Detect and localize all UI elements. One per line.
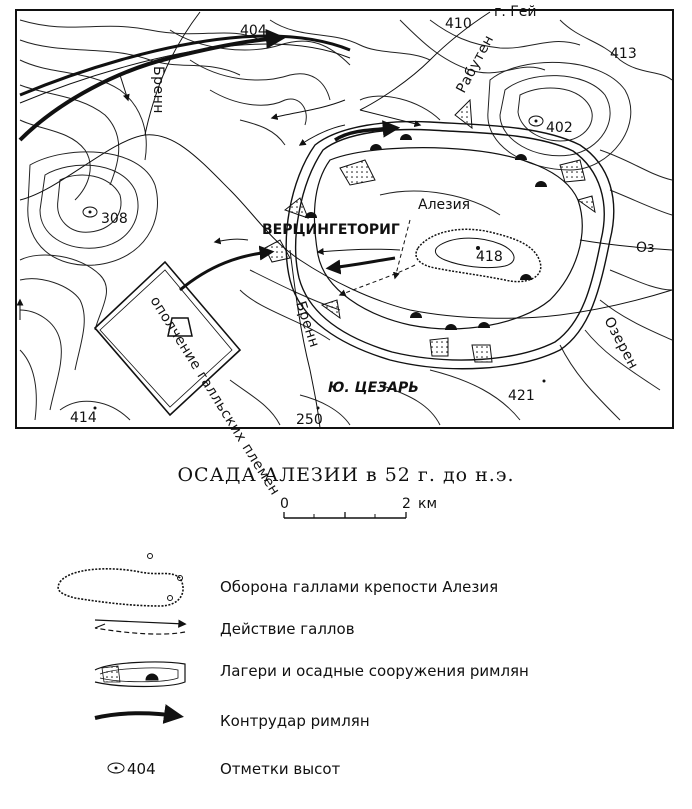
caesar-label: Ю. ЦЕЗАРЬ xyxy=(328,380,419,396)
scale-unit-label: км xyxy=(418,496,437,512)
legend-label-fortress: Оборона галлами крепости Алезия xyxy=(220,578,498,596)
scale-min-label: 0 xyxy=(280,496,289,512)
alesia-fortress xyxy=(415,228,542,283)
oz-label: Оз xyxy=(636,240,654,256)
roman-counterattack xyxy=(18,28,401,292)
elevation-413-label: 413 xyxy=(610,46,637,62)
elevation-404-label: 404 xyxy=(240,23,267,39)
legend-symbol-fortress xyxy=(57,553,184,607)
elevation-418-label: 418 xyxy=(476,249,503,265)
scale-max-label: 2 xyxy=(402,496,411,512)
legend-label-elevation: Отметки высот xyxy=(220,760,341,778)
roman-camps xyxy=(264,98,596,363)
roman-outer-line xyxy=(285,120,615,370)
roman-inner-line xyxy=(313,147,583,330)
elevation-402-label: 402 xyxy=(546,120,573,136)
elevation-markers xyxy=(82,115,546,410)
alesia-label: Алезия xyxy=(418,197,470,213)
scale-bar xyxy=(283,512,407,519)
alesia-contour xyxy=(434,237,515,269)
legend-title: ОСАДА АЛЕЗИИ в 52 г. до н.э. xyxy=(177,464,514,486)
legend-symbol-counterattack xyxy=(94,704,184,724)
elevation-414-label: 414 xyxy=(70,410,97,426)
alesia-summit-marker xyxy=(476,246,480,250)
legend-label-gallic-action: Действие галлов xyxy=(220,620,355,638)
gallic-actions xyxy=(16,74,422,320)
legend-symbol-roman-camps xyxy=(94,661,186,688)
brenn-river-top-label: Бренн xyxy=(150,66,166,114)
contour-lines xyxy=(19,19,673,426)
legend-label-counterattack: Контрудар римлян xyxy=(220,712,370,730)
roman-forts xyxy=(305,134,547,330)
elevation-250-label: 250 xyxy=(296,412,323,428)
elevation-410-label: 410 xyxy=(445,16,472,32)
legend-label-roman-camps: Лагери и осадные сооружения римлян xyxy=(220,662,529,680)
elevation-421-label: 421 xyxy=(508,388,535,404)
legend-symbol-elevation xyxy=(107,762,125,774)
elevation-308-label: 308 xyxy=(101,211,128,227)
river-gey-label: г. Гей xyxy=(494,4,537,20)
legend-elevation-sample: 404 xyxy=(127,760,156,778)
vercingetorix-label: ВЕРЦИНГЕТОРИГ xyxy=(262,222,400,238)
legend-symbol-gallic-action xyxy=(94,619,187,635)
gallic-militia-camp xyxy=(93,260,242,417)
